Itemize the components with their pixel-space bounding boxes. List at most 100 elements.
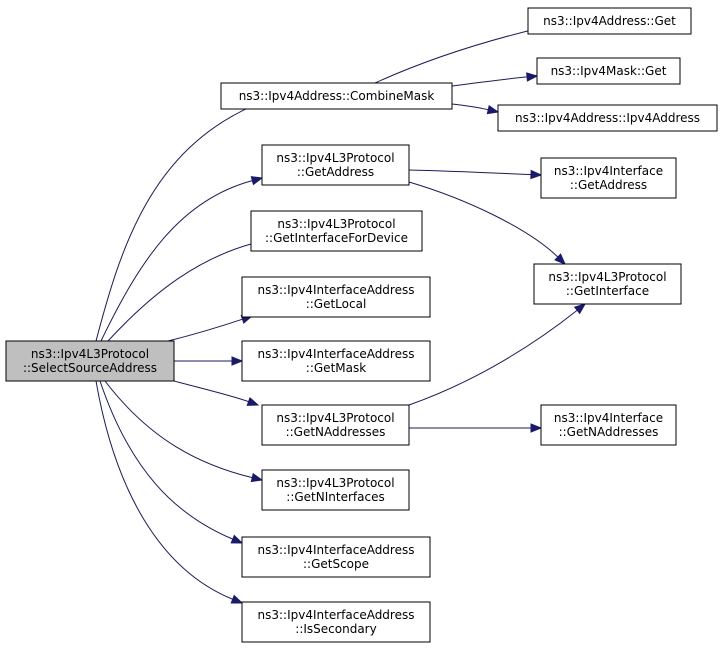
edge-line (408, 309, 578, 406)
edge-select_source-to-l3_getifacefordevice (107, 239, 264, 342)
node-combine-mask[interactable]: ns3::Ipv4Address::CombineMask (220, 82, 453, 110)
node-ifaddr-getlocal[interactable]: ns3::Ipv4InterfaceAddress::GetLocal (241, 276, 431, 318)
node-select-source[interactable]: ns3::Ipv4L3Protocol::SelectSourceAddress (5, 340, 175, 382)
arrowhead (530, 169, 543, 180)
node-l3-getninterfaces[interactable]: ns3::Ipv4L3Protocol::GetNInterfaces (261, 469, 410, 511)
edge-combine_mask-to-mask_get (451, 72, 539, 87)
node-label-line: ns3::Ipv4Interface (554, 164, 663, 178)
node-box (497, 104, 718, 132)
node-label-line: ::SelectSourceAddress (23, 361, 157, 375)
node-label-line: ::GetMask (306, 361, 366, 375)
node-label-line: ns3::Ipv4L3Protocol (276, 151, 394, 165)
edge-line (451, 76, 528, 87)
edge-line (95, 380, 233, 600)
node-box (250, 210, 423, 252)
node-label-line: ns3::Ipv4InterfaceAddress (258, 283, 415, 297)
node-label-line: ::GetAddress (297, 165, 374, 179)
node-box (241, 601, 431, 643)
node-label-line: ns3::Ipv4L3Protocol (277, 217, 395, 231)
node-label-line: ns3::Ipv4Address::Ipv4Address (515, 111, 700, 125)
node-label-line: ns3::Ipv4L3Protocol (276, 476, 394, 490)
arrowhead (554, 253, 566, 265)
node-label-line: ::GetInterfaceForDevice (265, 231, 408, 245)
edge-line (167, 318, 243, 342)
node-l3-getnaddresses[interactable]: ns3::Ipv4L3Protocol::GetNAddresses (261, 404, 410, 446)
node-label-line: ::GetNAddresses (559, 425, 659, 439)
node-l3-getinterface[interactable]: ns3::Ipv4L3Protocol::GetInterface (533, 263, 682, 305)
arrowhead (486, 105, 500, 115)
node-label-line: ns3::Ipv4Address::CombineMask (239, 89, 435, 103)
edge-l3_getaddress-to-l3_getinterface (408, 181, 566, 265)
node-box (540, 157, 677, 199)
node-label-line: ns3::Ipv4InterfaceAddress (258, 543, 415, 557)
edge-select_source-to-ifaddr_issecondary (95, 380, 244, 604)
edge-line (374, 27, 539, 84)
arrowhead (230, 534, 244, 544)
edge-combine_mask-to-addr_get (374, 23, 550, 84)
node-l3-getaddress[interactable]: ns3::Ipv4L3Protocol::GetAddress (261, 144, 410, 186)
node-addr-get[interactable]: ns3::Ipv4Address::Get (527, 7, 692, 35)
edge-line (95, 104, 256, 342)
node-label-line: ::GetLocal (306, 297, 367, 311)
node-mask-get[interactable]: ns3::Ipv4Mask::Get (536, 57, 681, 85)
node-box (261, 404, 410, 446)
edge-l3_getnaddresses-to-iface_getnaddresses (409, 423, 543, 433)
node-l3-getifacefordevice[interactable]: ns3::Ipv4L3Protocol::GetInterfaceForDevi… (250, 210, 423, 252)
node-label-line: ns3::Ipv4Interface (554, 411, 663, 425)
edge-select_source-to-l3_getninterfaces (104, 380, 264, 483)
edge-select_source-to-l3_getaddress (100, 176, 264, 342)
arrowhead (246, 397, 260, 406)
edge-line (104, 380, 253, 479)
node-box (241, 340, 431, 382)
arrowhead (573, 303, 587, 315)
edge-l3_getaddress-to-iface_getaddress (408, 169, 543, 180)
node-label-line: ::IsSecondary (295, 622, 376, 636)
node-label-line: ns3::Ipv4InterfaceAddress (258, 608, 415, 622)
node-ifaddr-issecondary[interactable]: ns3::Ipv4InterfaceAddress::IsSecondary (241, 601, 431, 643)
edge-select_source-to-ifaddr_getmask (174, 356, 244, 366)
edge-select_source-to-l3_getnaddresses (173, 380, 260, 406)
node-label-line: ns3::Ipv4L3Protocol (31, 347, 149, 361)
node-box (261, 144, 410, 186)
edge-line (408, 181, 559, 258)
node-label-line: ns3::Ipv4Mask::Get (551, 64, 667, 78)
node-iface-getaddress[interactable]: ns3::Ipv4Interface::GetAddress (540, 157, 677, 199)
node-label-line: ::GetNInterfaces (286, 490, 384, 504)
node-label-line: ns3::Ipv4L3Protocol (548, 270, 666, 284)
node-label-line: ::GetScope (303, 557, 369, 571)
arrowhead (530, 423, 543, 433)
node-iface-getnaddresses[interactable]: ns3::Ipv4Interface::GetNAddresses (540, 404, 677, 446)
node-addr-ctor[interactable]: ns3::Ipv4Address::Ipv4Address (497, 104, 718, 132)
node-ifaddr-getmask[interactable]: ns3::Ipv4InterfaceAddress::GetMask (241, 340, 431, 382)
node-ifaddr-getscope[interactable]: ns3::Ipv4InterfaceAddress::GetScope (241, 536, 431, 578)
node-box (220, 82, 453, 110)
edge-l3_getnaddresses-to-l3_getinterface (408, 303, 587, 406)
edge-select_source-to-ifaddr_getlocal (167, 314, 254, 342)
node-label-line: ::GetInterface (566, 284, 649, 298)
node-label-line: ::GetAddress (570, 178, 647, 192)
node-box (533, 263, 682, 305)
edge-select_source-to-ifaddr_getscope (99, 380, 244, 544)
node-box (241, 276, 431, 318)
node-box (5, 340, 175, 382)
node-box (540, 404, 677, 446)
arrowhead (526, 72, 539, 82)
edges-layer (95, 23, 587, 604)
node-box (527, 7, 692, 35)
arrowhead (250, 176, 264, 186)
edge-line (99, 380, 233, 540)
node-box (241, 536, 431, 578)
node-box (536, 57, 681, 85)
arrowhead (231, 356, 244, 366)
node-label-line: ::GetNAddresses (286, 425, 386, 439)
node-box (261, 469, 410, 511)
node-label-line: ns3::Ipv4L3Protocol (276, 411, 394, 425)
arrowhead (250, 472, 264, 483)
edge-line (100, 180, 253, 342)
node-label-line: ns3::Ipv4InterfaceAddress (258, 347, 415, 361)
edge-line (173, 380, 249, 403)
nodes-layer: ns3::Ipv4L3Protocol::SelectSourceAddress… (5, 7, 718, 643)
edge-line (107, 243, 253, 342)
edge-line (451, 103, 489, 111)
